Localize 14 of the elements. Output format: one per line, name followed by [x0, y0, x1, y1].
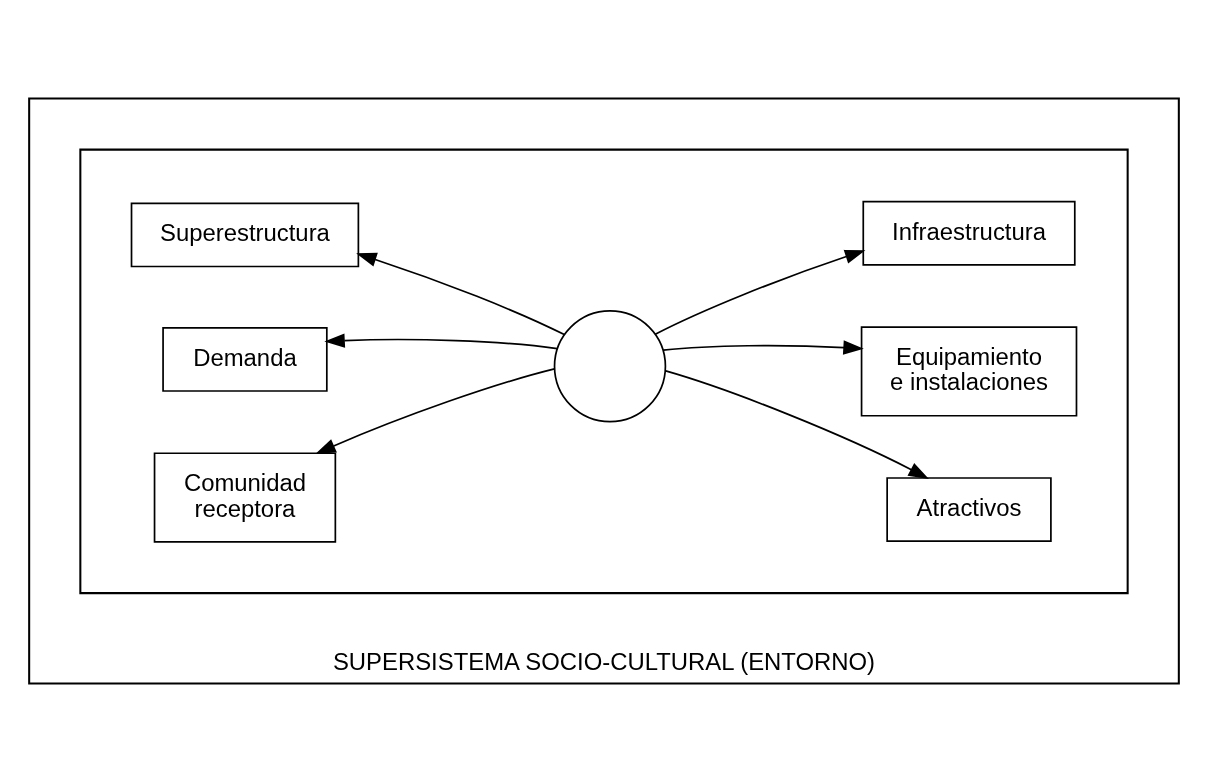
cluster: [79, 148, 1129, 595]
node-box: Atractivos: [886, 477, 1052, 542]
node-box: Infraestructura: [862, 200, 1076, 266]
arrow: [324, 333, 559, 350]
node-box: Comunidad receptora: [153, 452, 337, 543]
arrow: [662, 340, 864, 355]
node-box: Equipamiento e instalaciones: [860, 326, 1078, 417]
arrow: [356, 252, 566, 336]
node-box: Demanda: [162, 327, 328, 392]
arrow: [654, 249, 866, 336]
node-box: Superestructura: [130, 202, 360, 268]
node-circle: [553, 309, 667, 423]
arrow: [664, 370, 929, 480]
arrow: [315, 368, 556, 455]
